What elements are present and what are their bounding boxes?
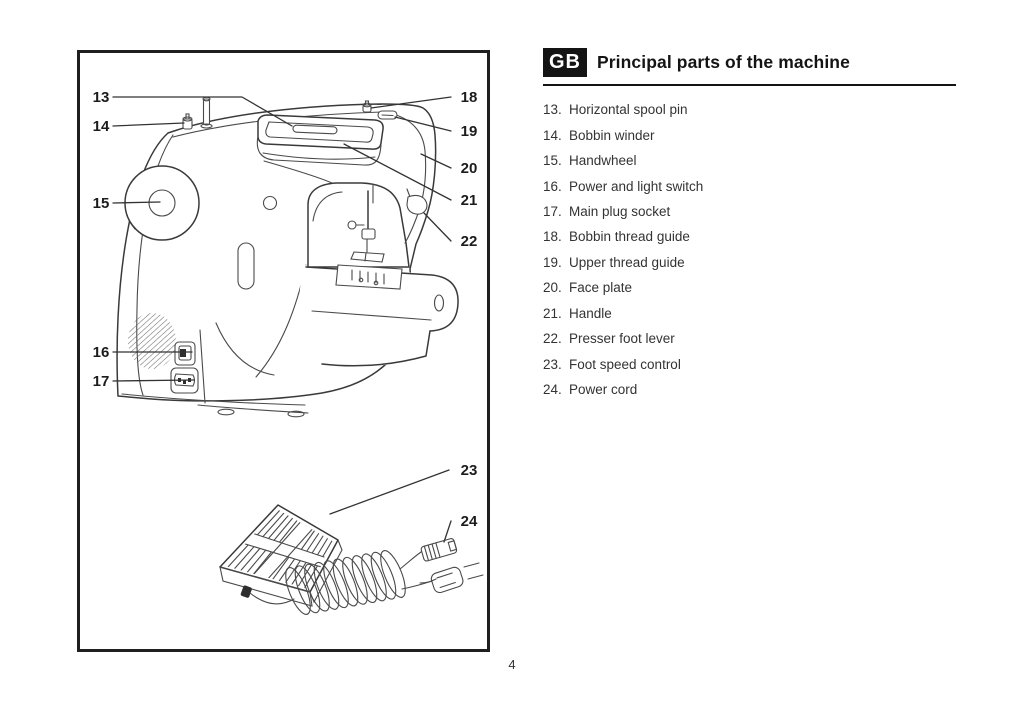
bobbin-thread-guide (362, 100, 372, 113)
part-label: Main plug socket (569, 203, 671, 219)
part-label: Handle (569, 305, 612, 321)
part-number: 22. (543, 331, 562, 347)
spool-pin (200, 96, 213, 129)
part-number: 23. (543, 356, 562, 372)
part-number: 16. (543, 178, 562, 194)
page-title: Principal parts of the machine (597, 52, 850, 72)
part-number: 15. (543, 153, 562, 169)
upper-thread-guide (377, 110, 398, 120)
part-label: Presser foot lever (569, 331, 675, 347)
part-label: Face plate (569, 280, 633, 296)
part-label: Handwheel (569, 153, 637, 169)
vent-grille (128, 313, 176, 369)
callout-16: 16 (93, 344, 110, 361)
callout-labels: 13 14 15 16 17 18 19 20 21 22 23 24 (93, 89, 478, 530)
part-label: Power and light switch (569, 178, 704, 194)
leader-lines (112, 96, 452, 543)
part-label: Foot speed control (569, 356, 681, 372)
parts-list-item: 16. Power and light switch (543, 173, 956, 198)
parts-list-item: 18. Bobbin thread guide (543, 224, 956, 249)
part-number: 18. (543, 229, 562, 245)
part-label: Horizontal spool pin (569, 102, 688, 118)
part-number: 14. (543, 127, 562, 143)
needle-assembly (335, 183, 403, 290)
bobbin-winder (182, 113, 193, 130)
machine-bed (294, 265, 460, 367)
callout-20: 20 (461, 160, 478, 177)
parts-section: GB Principal parts of the machine 13. Hor… (543, 48, 956, 402)
callout-13: 13 (93, 89, 110, 106)
face-plate (381, 111, 427, 244)
parts-list-item: 23. Foot speed control (543, 351, 956, 376)
part-label: Bobbin thread guide (569, 229, 690, 245)
parts-list-item: 24. Power cord (543, 377, 956, 402)
callout-24: 24 (461, 513, 478, 530)
parts-list: 13. Horizontal spool pin 14. Bobbin winder… (543, 97, 956, 402)
part-number: 21. (543, 305, 562, 321)
callout-14: 14 (93, 118, 110, 135)
page-number: 4 (508, 657, 516, 672)
parts-list-item: 17. Main plug socket (543, 199, 956, 224)
parts-list-item: 21. Handle (543, 301, 956, 326)
foot-pedal (219, 504, 343, 607)
appliance-connector (420, 538, 458, 562)
part-number: 13. (543, 102, 562, 118)
part-number: 24. (543, 382, 562, 398)
callout-23: 23 (461, 462, 478, 479)
language-badge: GB (543, 48, 587, 77)
part-number: 19. (543, 254, 562, 270)
callout-17: 17 (93, 373, 110, 390)
handwheel (124, 165, 200, 241)
part-label: Power cord (569, 382, 638, 398)
section-header: GB Principal parts of the machine (543, 48, 956, 86)
callout-15: 15 (93, 195, 110, 212)
part-label: Upper thread guide (569, 254, 685, 270)
parts-list-item: 15. Handwheel (543, 148, 956, 173)
presser-foot-lever (406, 188, 428, 215)
parts-list-item: 22. Presser foot lever (543, 326, 956, 351)
power-switch (174, 341, 196, 366)
callout-18: 18 (461, 89, 478, 106)
power-cord-coil (249, 549, 433, 615)
callout-21: 21 (461, 192, 478, 209)
part-number: 17. (543, 203, 562, 219)
parts-list-item: 19. Upper thread guide (543, 250, 956, 275)
callout-22: 22 (461, 233, 478, 250)
part-number: 20. (543, 280, 562, 296)
carry-handle (256, 114, 384, 166)
machine-diagram: 13 14 15 16 17 18 19 20 21 22 23 24 (93, 89, 484, 615)
wall-plug (419, 562, 484, 594)
parts-list-item: 20. Face plate (543, 275, 956, 300)
parts-list-item: 14. Bobbin winder (543, 122, 956, 147)
parts-list-item: 13. Horizontal spool pin (543, 97, 956, 122)
callout-19: 19 (461, 123, 478, 140)
diagram-panel: 13 14 15 16 17 18 19 20 21 22 23 24 (77, 50, 490, 652)
part-label: Bobbin winder (569, 127, 655, 143)
